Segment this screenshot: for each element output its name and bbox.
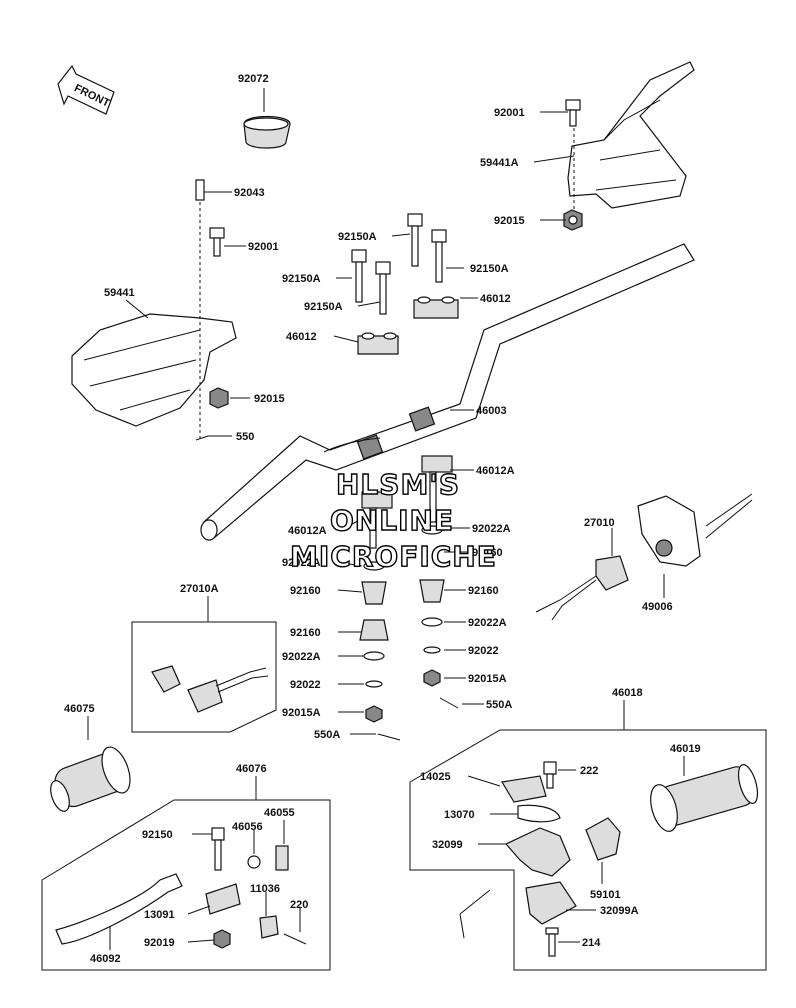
label-32099: 32099 (432, 839, 463, 851)
label-214: 214 (582, 937, 601, 949)
label-46012A-right: 46012A (476, 465, 515, 477)
label-92150A-3: 92150A (282, 273, 321, 285)
label-92001-left: 92001 (248, 241, 279, 253)
handguard-left (71, 179, 237, 441)
label-92150A-4: 92150A (304, 301, 343, 313)
label-222: 222 (580, 765, 598, 777)
label-46012-left: 46012 (286, 331, 317, 343)
watermark-line-2: ONLINE (330, 504, 454, 537)
label-49006: 49006 (642, 601, 673, 613)
kill-switch (535, 493, 753, 621)
label-13070: 13070 (444, 809, 475, 821)
clamp-bolts (351, 213, 447, 315)
label-46003: 46003 (476, 405, 507, 417)
label-46075: 46075 (64, 703, 95, 715)
label-220: 220 (290, 899, 308, 911)
label-46012A-left: 46012A (288, 525, 327, 537)
group-46018 (409, 729, 767, 971)
label-92022A-left-2: 92022A (282, 651, 321, 663)
label-92022A-left: 92022A (282, 557, 321, 569)
label-46012-right: 46012 (480, 293, 511, 305)
label-92150: 92150 (142, 829, 173, 841)
front-arrow: FRONT (57, 64, 115, 115)
handlebar (200, 243, 695, 541)
label-92160-left-1: 92160 (290, 585, 321, 597)
label-46076: 46076 (236, 763, 267, 775)
label-13091: 13091 (144, 909, 175, 921)
group-46076 (41, 799, 331, 971)
label-27010: 27010 (584, 517, 615, 529)
label-92019: 92019 (144, 937, 175, 949)
label-92022A-right-2: 92022A (468, 617, 507, 629)
label-59441A: 59441A (480, 157, 519, 169)
label-92072: 92072 (238, 73, 269, 85)
lower-clamps (361, 455, 453, 549)
label-550A-left: 550A (314, 729, 340, 741)
label-46055: 46055 (264, 807, 295, 819)
part-labels: 92072 92001 59441A 92015 92043 92001 594… (64, 73, 701, 965)
watermark: HLSM'S ONLINE MICROFICHE (289, 467, 497, 573)
label-92022-left: 92022 (290, 679, 321, 691)
label-59441: 59441 (104, 287, 135, 299)
label-92160-right-2: 92160 (468, 585, 499, 597)
label-550-left: 550 (236, 431, 254, 443)
watermark-line-3: MICROFICHE (290, 540, 497, 573)
mount-hardware-right (419, 525, 459, 709)
handguard-right (563, 61, 695, 231)
label-92150A-2: 92150A (470, 263, 509, 275)
label-92150A-1: 92150A (338, 231, 377, 243)
label-92160-left-2: 92160 (290, 627, 321, 639)
label-46019: 46019 (670, 743, 701, 755)
watermark-line-1: HLSM'S (336, 468, 460, 501)
label-14025: 14025 (420, 771, 451, 783)
left-grip (50, 746, 131, 812)
label-92043: 92043 (234, 187, 265, 199)
label-550A-right: 550A (486, 699, 512, 711)
clamp-ring (243, 115, 291, 149)
label-92015A-right: 92015A (468, 673, 507, 685)
label-46056: 46056 (232, 821, 263, 833)
upper-clamps (357, 296, 459, 355)
label-92015-top: 92015 (494, 215, 525, 227)
label-46092: 46092 (90, 953, 121, 965)
label-92001-top: 92001 (494, 107, 525, 119)
mount-hardware-left (359, 561, 401, 741)
label-92160-right: 92160 (472, 547, 503, 559)
label-92022-right: 92022 (468, 645, 499, 657)
label-27010A: 27010A (180, 583, 219, 595)
label-46018: 46018 (612, 687, 643, 699)
label-92022A-right: 92022A (472, 523, 511, 535)
label-11036: 11036 (250, 883, 280, 895)
leader-lines (87, 111, 685, 950)
label-59101: 59101 (590, 889, 621, 901)
label-92015A-left: 92015A (282, 707, 321, 719)
label-92015-left: 92015 (254, 393, 285, 405)
group-27010A (131, 621, 277, 733)
label-32099A: 32099A (600, 905, 639, 917)
